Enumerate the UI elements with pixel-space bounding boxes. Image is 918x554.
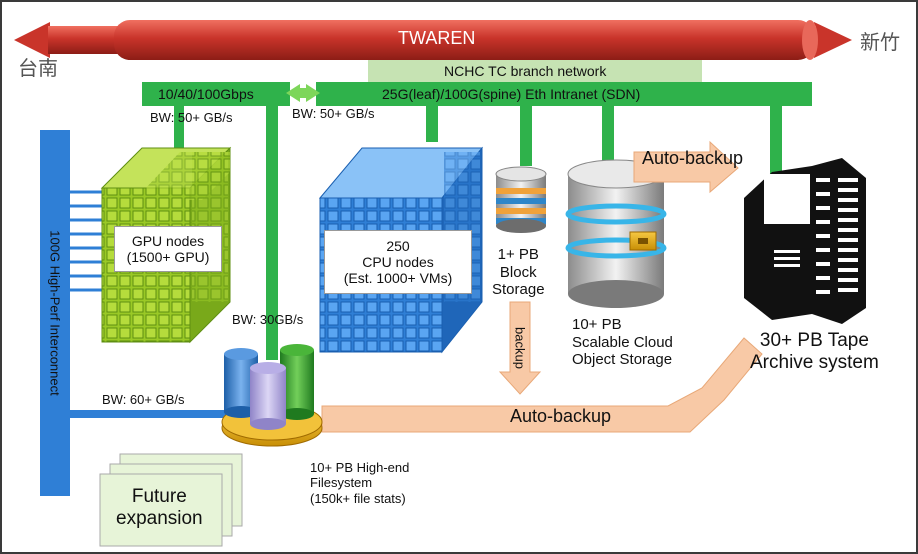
- tape-archive-title: Archive system: [750, 352, 879, 374]
- object-storage-type: Scalable Cloud: [572, 333, 673, 351]
- auto-backup-bottom-arrow: [321, 337, 763, 433]
- left-arrow-icon: [14, 22, 50, 58]
- tape-archive-capacity: 30+ PB Tape: [759, 330, 869, 351]
- cpu-nodes-title: CPU nodes: [362, 254, 434, 270]
- interconnect-bandwidth-label: BW: 60+ GB/s: [102, 392, 185, 407]
- tape-archive-icon: [744, 158, 866, 324]
- hsinchu-label: 新竹: [860, 32, 900, 54]
- gpu-nodes-title: GPU nodes: [131, 233, 205, 249]
- filesystem-stats: (150k+ file stats): [310, 490, 406, 506]
- cpu-nodes-box: 250 CPU nodes (Est. 1000+ VMs): [324, 230, 472, 294]
- twaren-tube: [114, 20, 814, 60]
- filesystem-interconnect-line: [70, 410, 242, 418]
- twaren-link: [14, 20, 852, 60]
- intranet-bar: [316, 82, 812, 106]
- block-storage-icon: [495, 166, 547, 233]
- tainan-label: 台南: [18, 58, 58, 80]
- cpu-bandwidth-label: BW: 50+ GB/s: [292, 106, 375, 121]
- tape-archive-label: 30+ PB Tape Archive system: [750, 330, 879, 375]
- cpu-nodes-count: 250: [386, 238, 410, 254]
- cpu-nodes-vms: (Est. 1000+ VMs): [343, 270, 453, 286]
- filesystem-link: [266, 106, 278, 360]
- interconnect-label: 100G High-Perf Interconnect: [47, 230, 63, 396]
- filesystem-capacity: 10+ PB High-end: [310, 460, 410, 475]
- auto-backup-top-arrow: [633, 140, 739, 194]
- block-storage-label: 1+ PB Block Storage: [492, 246, 545, 299]
- object-storage-capacity: 10+ PB: [572, 316, 622, 333]
- right-arrow-icon: [814, 22, 852, 58]
- auto-backup-top-label: Auto-backup: [642, 148, 744, 168]
- filesystem-title: Filesystem: [310, 475, 373, 491]
- auto-backup-bottom-label: Auto-backup: [510, 406, 612, 426]
- filesystem-icon: [221, 344, 323, 447]
- filesystem-bandwidth-label: BW: 30GB/s: [232, 312, 304, 327]
- future-label-line2: expansion: [116, 508, 203, 530]
- filesystem-label: 10+ PB High-end Filesystem (150k+ file s…: [310, 460, 409, 506]
- object-storage-label: 10+ PB Scalable Cloud Object Storage: [572, 316, 673, 369]
- double-arrow-icon: [286, 84, 320, 102]
- future-label-line1: Future: [131, 486, 187, 507]
- block-storage-title: Storage: [492, 281, 545, 299]
- block-storage-type: Block: [499, 263, 537, 281]
- left-network-bar: [142, 82, 290, 106]
- object-storage-title: Object Storage: [572, 351, 673, 369]
- twaren-label: TWAREN: [398, 28, 476, 48]
- backup-down-arrow: [498, 301, 542, 395]
- gpu-nodes-count: (1500+ GPU): [126, 249, 210, 265]
- future-expansion-icon: [99, 453, 243, 547]
- block-storage-capacity: 1+ PB: [497, 246, 539, 263]
- gpu-nodes-box: GPU nodes (1500+ GPU): [114, 226, 222, 272]
- interconnect-bar: [40, 130, 70, 496]
- branch-network-bar: [368, 60, 702, 82]
- backup-vertical-label: backup: [512, 327, 528, 369]
- gpu-bandwidth-label: BW: 50+ GB/s: [150, 110, 233, 125]
- branch-network-label: NCHC TC branch network: [444, 63, 607, 79]
- future-expansion-label: Future expansion: [116, 486, 203, 531]
- speed-label: 10/40/100Gbps: [158, 86, 254, 102]
- intranet-label: 25G(leaf)/100G(spine) Eth Intranet (SDN): [382, 86, 641, 102]
